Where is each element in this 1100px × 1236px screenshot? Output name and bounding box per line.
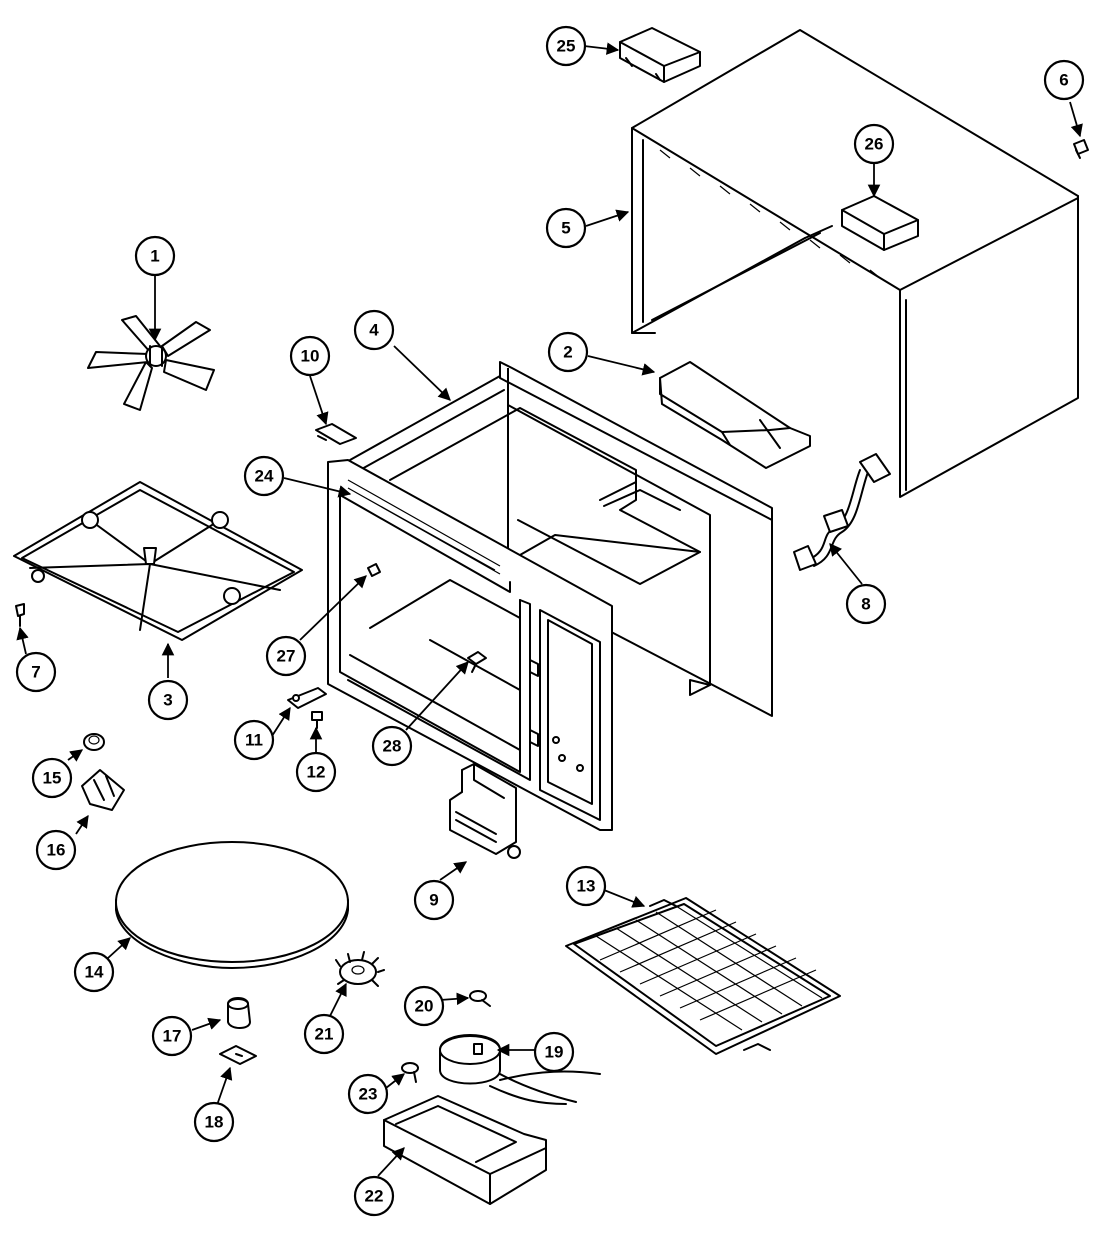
part-20-screw [469, 990, 491, 1007]
callout-13-label: 13 [577, 877, 596, 896]
callout-28: 28 [371, 725, 413, 767]
part-2-waveguide-cover [659, 361, 811, 469]
part-23-screw [401, 1062, 419, 1083]
callout-11-label: 11 [245, 731, 263, 750]
callout-23: 23 [347, 1073, 389, 1115]
callout-15-label: 15 [43, 769, 62, 788]
callout-9-label: 9 [429, 891, 438, 910]
callout-16: 16 [35, 829, 77, 871]
callout-17-label: 17 [163, 1027, 182, 1046]
part-6-screw [1073, 139, 1089, 159]
part-22-base-tray [383, 1095, 547, 1205]
part-19-turntable-motor [439, 1034, 601, 1105]
cavity-front-frame [327, 459, 613, 831]
callout-7-label: 7 [31, 663, 40, 682]
callout-28-label: 28 [383, 737, 402, 756]
callout-10: 10 [289, 335, 331, 377]
part-26-bracket [841, 195, 919, 251]
callout-25-label: 25 [557, 37, 576, 56]
callout-22-label: 22 [365, 1187, 384, 1206]
callout-5-label: 5 [561, 219, 570, 238]
outer-cabinet [631, 29, 1079, 498]
callout-21-label: 21 [315, 1025, 334, 1044]
callout-2: 2 [547, 331, 589, 373]
part-15-knob [83, 733, 105, 751]
part-9-latch [449, 763, 521, 859]
part-8-power-cord [793, 453, 891, 571]
callout-21: 21 [303, 1013, 345, 1055]
callout-11: 11 [233, 719, 275, 761]
callout-25: 25 [545, 25, 587, 67]
callout-5: 5 [545, 207, 587, 249]
callout-26-label: 26 [865, 135, 884, 154]
part-10-bracket [315, 423, 357, 445]
part-25-bracket [619, 27, 701, 83]
callout-18: 18 [193, 1101, 235, 1143]
callout-14-label: 14 [85, 963, 104, 982]
callout-17: 17 [151, 1015, 193, 1057]
callout-14: 14 [73, 951, 115, 993]
callout-23-label: 23 [359, 1085, 378, 1104]
callout-7: 7 [15, 651, 57, 693]
callout-12: 12 [295, 751, 337, 793]
callout-3-label: 3 [163, 691, 172, 710]
part-12-screw [311, 711, 323, 729]
callout-27-label: 27 [277, 647, 296, 666]
callout-20-label: 20 [415, 997, 434, 1016]
callout-12-label: 12 [307, 763, 326, 782]
leader-lines [16, 42, 1083, 1177]
part-11-bracket [287, 687, 327, 709]
callout-2-label: 2 [563, 343, 572, 362]
part-27-clip [367, 563, 381, 577]
part-1-fan-blade [87, 315, 215, 411]
callout-27: 27 [265, 635, 307, 677]
callout-6: 6 [1043, 59, 1085, 101]
callout-1-label: 1 [150, 247, 159, 266]
callout-4: 4 [353, 309, 395, 351]
callout-16-label: 16 [47, 841, 66, 860]
callout-24: 24 [243, 455, 285, 497]
callout-10-label: 10 [301, 347, 320, 366]
part-14-turntable-tray [115, 841, 349, 969]
part-13-oven-rack [565, 897, 841, 1055]
callout-9: 9 [413, 879, 455, 921]
callout-15: 15 [31, 757, 73, 799]
callout-4-label: 4 [369, 321, 379, 340]
part-21-drive-gear [335, 951, 385, 987]
part-17-coupler [227, 997, 251, 1029]
callouts: 1 2 3 4 5 6 7 8 9 10 11 12 13 14 15 16 1… [15, 25, 1085, 1217]
part-16-switch [81, 769, 125, 811]
callout-24-label: 24 [255, 467, 274, 486]
callout-18-label: 18 [205, 1113, 224, 1132]
callout-26: 26 [853, 123, 895, 165]
callout-22: 22 [353, 1175, 395, 1217]
callout-19-label: 19 [545, 1043, 564, 1062]
part-3-stirrer-frame [13, 481, 303, 641]
callout-6-label: 6 [1059, 71, 1068, 90]
callout-1: 1 [134, 235, 176, 277]
callout-13: 13 [565, 865, 607, 907]
callout-20: 20 [403, 985, 445, 1027]
part-28-screw [467, 651, 487, 673]
callout-3: 3 [147, 679, 189, 721]
callout-8-label: 8 [861, 595, 870, 614]
part-18-pad [219, 1045, 257, 1065]
part-4-oven-cavity [349, 361, 773, 717]
part-7-screw [15, 603, 25, 627]
callout-8: 8 [845, 583, 887, 625]
callout-19: 19 [533, 1031, 575, 1073]
